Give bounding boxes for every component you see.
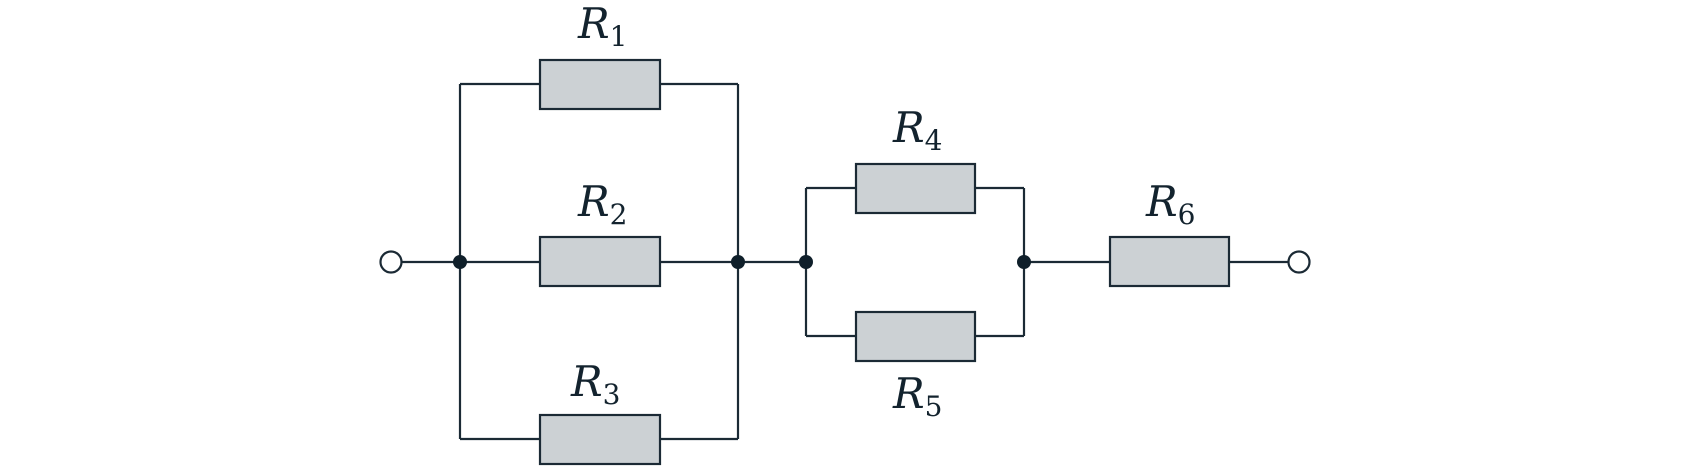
- resistor-r2: [538, 235, 662, 288]
- junction-node-a: [453, 255, 467, 269]
- label-r4: R4: [892, 103, 942, 157]
- junction-node-b: [731, 255, 745, 269]
- label-r1: R1: [577, 0, 627, 53]
- label-r3: R3: [570, 357, 620, 411]
- resistor-r4: [854, 162, 977, 215]
- resistor-r6: [1108, 235, 1231, 288]
- resistor-r5: [854, 310, 977, 363]
- resistor-r1: [538, 58, 662, 111]
- junction-node-d: [1017, 255, 1031, 269]
- label-r2: R2: [577, 177, 627, 231]
- resistor-labels: R1 R2 R3 R4 R5 R6: [570, 0, 1195, 423]
- resistors: [538, 58, 1231, 466]
- junction-node-c: [799, 255, 813, 269]
- terminals: [379, 250, 1311, 274]
- label-r6: R6: [1145, 177, 1195, 231]
- junction-nodes: [453, 255, 1031, 269]
- terminal-output: [1287, 250, 1311, 274]
- label-r5: R5: [892, 369, 942, 423]
- terminal-input: [379, 250, 403, 274]
- wires: [401, 82, 1288, 441]
- resistor-r3: [538, 413, 662, 466]
